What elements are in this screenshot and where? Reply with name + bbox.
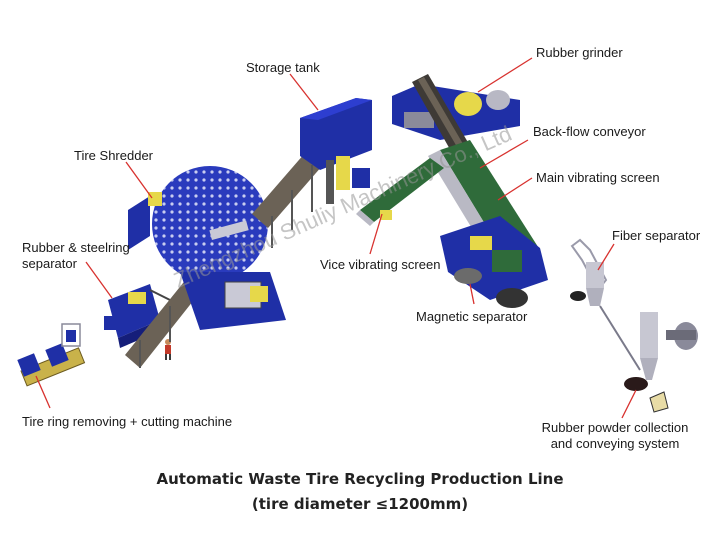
- leader-main-vibrating-screen: [497, 177, 533, 201]
- worker-figure: [165, 339, 171, 360]
- label-magnetic-separator: Magnetic separator: [416, 309, 528, 324]
- label-tire-shredder: Tire Shredder: [74, 148, 153, 163]
- label-powder-collection-line1: Rubber powder collection: [541, 420, 689, 435]
- leader-lines: [35, 57, 637, 419]
- leader-rubber-grinder: [477, 57, 533, 93]
- label-rubber-steelring-separator: Rubber & steelring separator: [22, 240, 162, 272]
- storage-tank-machine: [300, 98, 372, 204]
- leader-tire-shredder: [125, 161, 153, 199]
- label-vice-vibrating-screen: Vice vibrating screen: [320, 257, 441, 272]
- label-fiber-separator: Fiber separator: [612, 228, 701, 243]
- label-rubber-steelring-separator-line2: separator: [22, 256, 77, 271]
- leader-powder-collection: [621, 389, 637, 419]
- label-powder-collection-line2: and conveying system: [550, 436, 680, 451]
- tire-shredder-machine: [128, 166, 286, 330]
- vice-vibrating-screen: [356, 158, 444, 226]
- rubber-steelring-separator-machine: [104, 284, 171, 348]
- leader-fiber-separator: [597, 243, 615, 271]
- label-storage-tank: Storage tank: [246, 60, 320, 75]
- leader-storage-tank: [289, 73, 319, 111]
- caption-subtitle: (tire diameter ≤1200mm): [251, 495, 469, 513]
- label-backflow-conveyor: Back-flow conveyor: [533, 124, 646, 139]
- leader-backflow-conveyor: [479, 139, 529, 169]
- rubber-powder-collection-system: [624, 312, 698, 413]
- label-main-vibrating-screen: Main vibrating screen: [536, 170, 660, 185]
- label-tire-ring-removing: Tire ring removing + cutting machine: [22, 414, 233, 429]
- leader-magnetic-separator: [469, 283, 475, 305]
- label-powder-collection: Rubber powder collection and conveying s…: [520, 420, 710, 452]
- caption-title: Automatic Waste Tire Recycling Productio…: [156, 470, 564, 488]
- leader-vice-vibrating-screen: [369, 213, 383, 255]
- leader-rubber-steelring-separator: [85, 261, 113, 299]
- label-rubber-steelring-separator-line1: Rubber & steelring: [22, 240, 130, 255]
- magnetic-separator-machine: [440, 216, 548, 308]
- tire-ring-removing-machine: [17, 323, 86, 387]
- leader-tire-ring-removing: [35, 375, 51, 409]
- label-rubber-grinder: Rubber grinder: [536, 45, 623, 60]
